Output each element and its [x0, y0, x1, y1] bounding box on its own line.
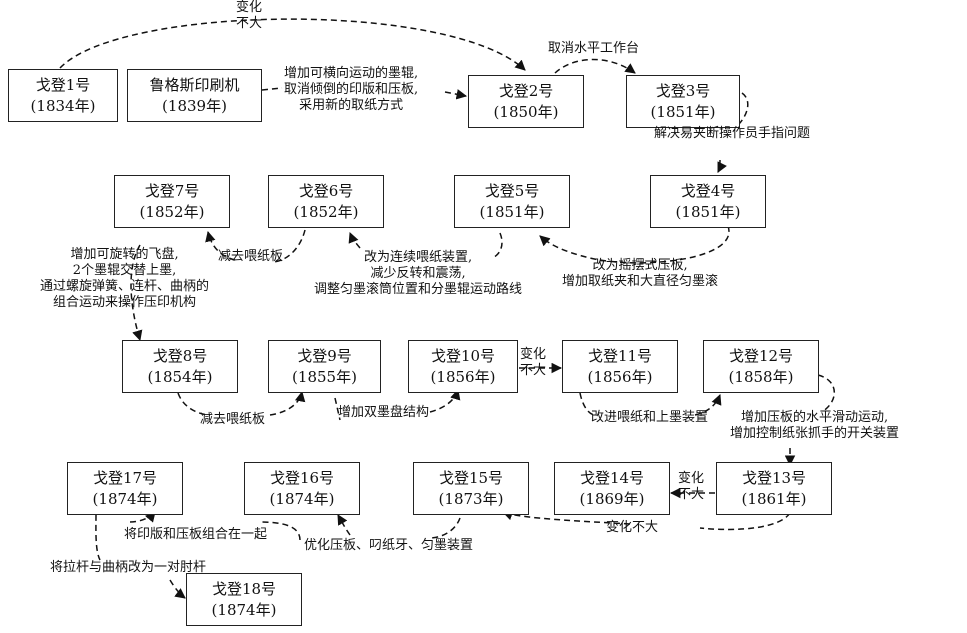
node-gordon-9: 戈登9号 (1855年)	[268, 340, 381, 393]
label-n2-n3: 取消水平工作台	[548, 41, 640, 56]
node-name: 戈登13号	[741, 468, 807, 487]
node-gordon-14: 戈登14号 (1869年)	[554, 462, 670, 515]
node-year: (1874年)	[269, 489, 335, 508]
node-year: (1852年)	[293, 202, 359, 221]
node-year: (1874年)	[211, 600, 277, 619]
label-n13-n14: 变化 不大	[678, 471, 705, 502]
node-year: (1856年)	[587, 367, 653, 386]
edge-n5-n6	[350, 233, 503, 259]
node-year: (1851年)	[675, 202, 741, 221]
node-year: (1873年)	[438, 489, 504, 508]
node-gordon-10: 戈登10号 (1856年)	[408, 340, 518, 393]
label-n8-n9: 减去喂纸板	[200, 412, 266, 427]
label-n4-n5: 改为摇摆式压板, 增加取纸夹和大直径匀墨滚	[562, 258, 719, 289]
node-name: 戈登1号	[35, 75, 91, 94]
label-n17-n18: 将拉杆与曲柄改为一对肘杆	[50, 560, 207, 575]
node-name: 戈登6号	[298, 181, 354, 200]
edge-n15-n16	[338, 515, 461, 539]
edge-n8-n9	[177, 392, 302, 416]
node-year: (1855年)	[292, 367, 357, 386]
node-name: 戈登9号	[297, 346, 352, 365]
node-gordon-3: 戈登3号 (1851年)	[626, 75, 740, 128]
node-name: 戈登3号	[655, 81, 711, 100]
label-n13-n15: 变化不大	[606, 520, 659, 535]
node-name: 戈登16号	[269, 468, 335, 487]
edge-n6-n7	[208, 230, 306, 263]
node-gordon-8: 戈登8号 (1854年)	[122, 340, 238, 393]
node-gordon-6: 戈登6号 (1852年)	[268, 175, 384, 228]
edge-n11-n12	[579, 393, 720, 416]
node-name: 戈登15号	[438, 468, 504, 487]
node-gordon-12: 戈登12号 (1858年)	[703, 340, 819, 393]
node-gordon-13: 戈登13号 (1861年)	[716, 462, 832, 515]
node-name: 戈登14号	[579, 468, 645, 487]
node-year: (1869年)	[579, 489, 645, 508]
node-name: 戈登17号	[92, 468, 158, 487]
node-name: 戈登12号	[728, 346, 794, 365]
node-year: (1854年)	[147, 367, 213, 386]
node-gordon-17: 戈登17号 (1874年)	[67, 462, 183, 515]
edge-lugs-n2	[261, 88, 466, 96]
node-gordon-4: 戈登4号 (1851年)	[650, 175, 766, 228]
label-n16-n17: 将印版和压板组合在一起	[124, 527, 268, 542]
node-name: 戈登8号	[152, 346, 208, 365]
edge-n3-n4	[718, 92, 749, 172]
edge-n7-n8	[130, 244, 143, 342]
edge-n2-n3	[554, 58, 636, 74]
node-year: (1861年)	[741, 489, 807, 508]
node-name: 戈登11号	[587, 346, 653, 365]
node-gordon-5: 戈登5号 (1851年)	[454, 175, 570, 228]
node-gordon-18: 戈登18号 (1874年)	[186, 573, 302, 626]
node-gordon-11: 戈登11号 (1856年)	[562, 340, 678, 393]
node-year: (1850年)	[493, 102, 559, 121]
label-n11-n12: 改进喂纸和上墨装置	[591, 410, 709, 425]
node-year: (1851年)	[479, 202, 545, 221]
edge-n1-n2	[59, 18, 526, 71]
node-year: (1851年)	[650, 102, 716, 121]
label-n12-n13: 增加压板的水平滑动运动, 增加控制纸张抓手的开关装置	[730, 410, 900, 441]
edge-n4-n5	[539, 225, 730, 264]
node-gordon-2: 戈登2号 (1850年)	[468, 75, 584, 128]
node-year: (1856年)	[430, 367, 496, 386]
node-year: (1874年)	[92, 489, 158, 508]
node-gordon-15: 戈登15号 (1873年)	[413, 462, 529, 515]
label-ruggles-n2: 增加可横向运动的墨辊, 取消倾倒的印版和压板, 采用新的取纸方式	[284, 66, 419, 113]
node-year: (1834年)	[30, 96, 96, 115]
edge-n17-n18	[95, 514, 185, 598]
label-n6-n7: 减去喂纸板	[218, 249, 284, 264]
label-n10-n11: 变化 不大	[520, 347, 547, 378]
node-year: (1852年)	[139, 202, 205, 221]
label-n9-n10: 增加双墨盘结构	[338, 405, 430, 420]
node-year: (1839年)	[162, 96, 227, 115]
label-n7-n8: 增加可旋转的飞盘, 2个墨辊交替上墨, 通过螺旋弹簧、连杆、曲柄的 组合运动来操…	[40, 247, 210, 310]
node-name: 戈登10号	[430, 346, 496, 365]
node-gordon-7: 戈登7号 (1852年)	[114, 175, 230, 228]
node-gordon-1: 戈登1号 (1834年)	[8, 69, 118, 122]
node-name: 鲁格斯印刷机	[149, 75, 240, 94]
node-name: 戈登5号	[484, 181, 540, 200]
label-n1-n2: 变化 不大	[236, 0, 263, 31]
label-n15-n16: 优化压板、叼纸牙、匀墨装置	[304, 538, 474, 553]
node-ruggles-press: 鲁格斯印刷机 (1839年)	[127, 69, 262, 122]
node-name: 戈登4号	[680, 181, 736, 200]
node-year: (1858年)	[728, 367, 794, 386]
node-name: 戈登2号	[498, 81, 554, 100]
label-n5-n6: 改为连续喂纸装置, 减少反转和震荡, 调整匀墨滚筒位置和分墨辊运动路线	[314, 250, 523, 297]
node-gordon-16: 戈登16号 (1874年)	[244, 462, 360, 515]
label-n3-n4: 解决易夹断操作员手指问题	[654, 126, 811, 141]
node-name: 戈登18号	[211, 579, 277, 598]
node-name: 戈登7号	[144, 181, 200, 200]
